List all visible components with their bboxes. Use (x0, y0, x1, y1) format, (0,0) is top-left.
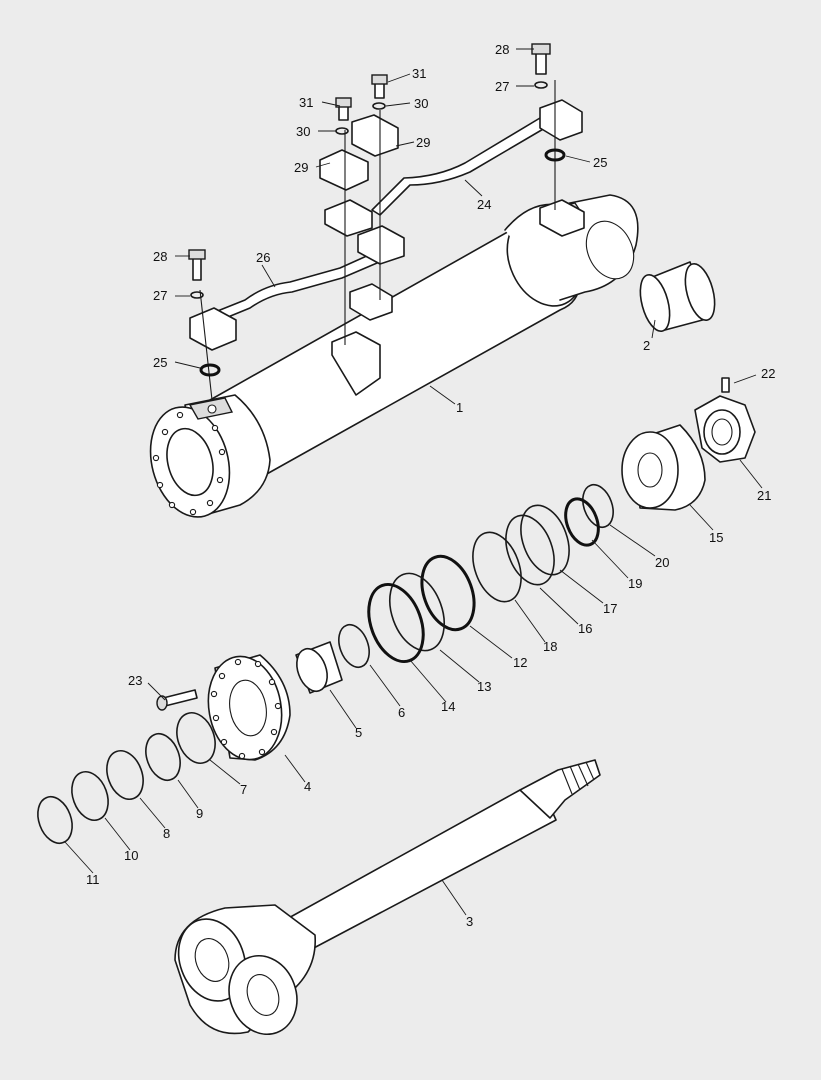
leader-lines (64, 48, 763, 916)
callout-labels: 28 27 31 31 30 30 29 29 25 24 28 26 27 2… (86, 42, 775, 929)
callout-20: 20 (655, 555, 669, 570)
callout-12: 12 (513, 655, 527, 670)
rod-bushing-and-snap-ring (295, 623, 370, 694)
callout-11: 11 (86, 872, 100, 887)
callout-31-right: 31 (412, 66, 426, 81)
callout-25-left: 25 (153, 355, 167, 370)
clamp-blocks (189, 99, 585, 396)
callout-9: 9 (196, 806, 203, 821)
piston-nut (694, 377, 756, 463)
callout-27-top: 27 (495, 79, 509, 94)
bushing (639, 261, 716, 333)
callout-17: 17 (603, 601, 617, 616)
callout-1: 1 (456, 400, 463, 415)
cylinder-head (207, 654, 291, 761)
bolts-and-washers (188, 43, 566, 377)
head-bolt-holes (210, 658, 282, 760)
callout-29-left: 29 (294, 160, 308, 175)
callout-2: 2 (643, 338, 650, 353)
callout-19: 19 (628, 576, 642, 591)
callout-30-left: 30 (296, 124, 310, 139)
callout-27-left: 27 (153, 288, 167, 303)
rod-seal-rings (37, 712, 216, 845)
flange-bolt-holes (152, 408, 226, 516)
seal-rings (367, 483, 614, 664)
piston-rod (174, 759, 601, 1036)
callout-30-right: 30 (414, 96, 428, 111)
callout-16: 16 (578, 621, 592, 636)
callout-25-top: 25 (593, 155, 607, 170)
callout-29-right: 29 (416, 135, 430, 150)
callout-13: 13 (477, 679, 491, 694)
callout-23: 23 (128, 673, 142, 688)
piston (621, 424, 706, 511)
callout-3: 3 (466, 914, 473, 929)
callout-5: 5 (355, 725, 362, 740)
callout-28-left: 28 (153, 249, 167, 264)
callout-24: 24 (477, 197, 491, 212)
callout-7: 7 (240, 782, 247, 797)
callout-6: 6 (398, 705, 405, 720)
callout-8: 8 (163, 826, 170, 841)
callout-26: 26 (256, 250, 270, 265)
callout-18: 18 (543, 639, 557, 654)
callout-14: 14 (441, 699, 455, 714)
callout-4: 4 (304, 779, 311, 794)
vertical-bolt-axes (199, 80, 556, 401)
callout-31-left: 31 (299, 95, 313, 110)
callout-15: 15 (709, 530, 723, 545)
callout-21: 21 (757, 488, 771, 503)
callout-10: 10 (124, 848, 138, 863)
callout-28-top: 28 (495, 42, 509, 57)
callout-22: 22 (761, 366, 775, 381)
rod-threads (561, 761, 595, 795)
